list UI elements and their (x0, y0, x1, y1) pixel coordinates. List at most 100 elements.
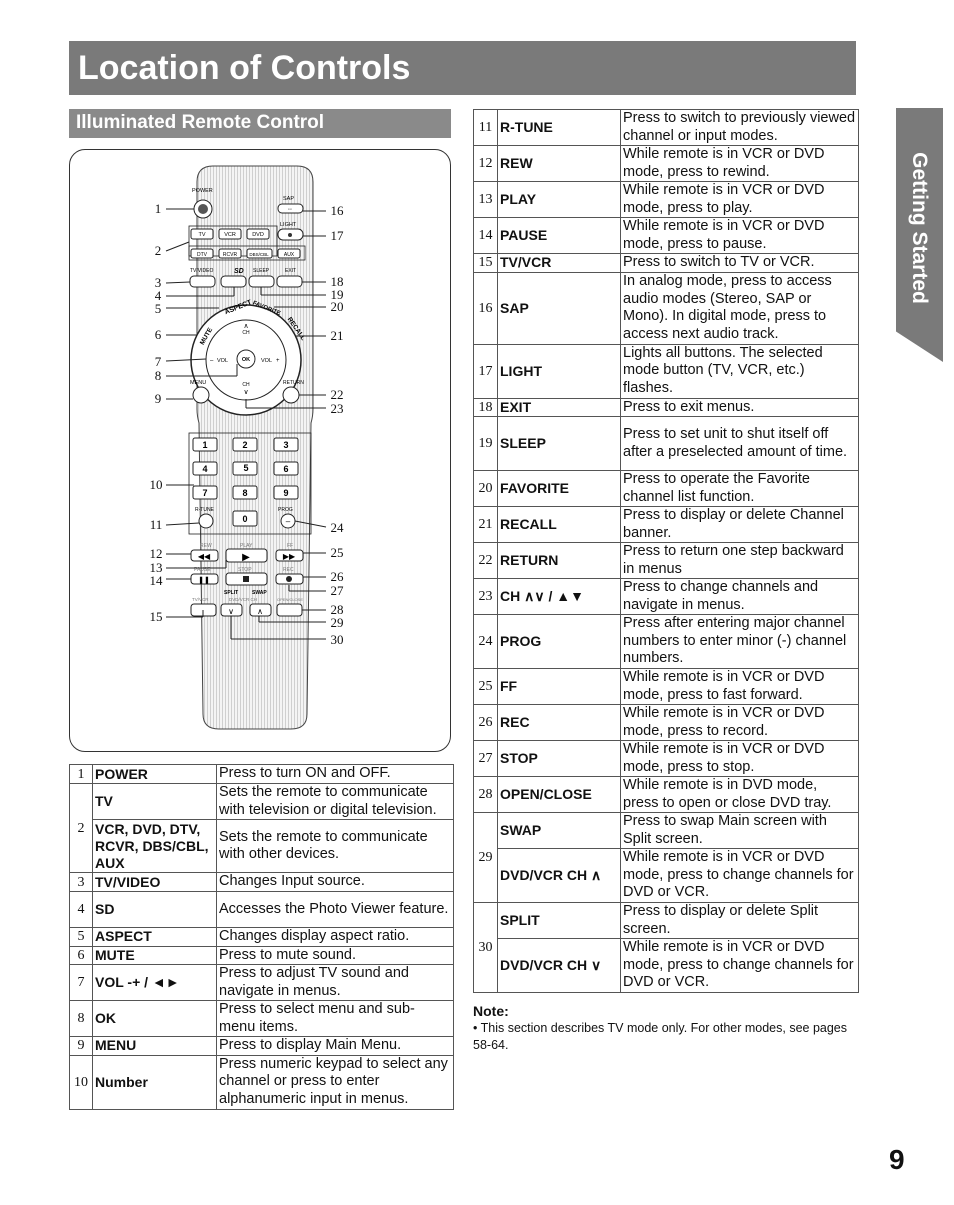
ff-button[interactable] (275, 549, 303, 561)
play-button[interactable] (225, 548, 267, 562)
control-name: POWER (92, 764, 217, 784)
tv-mode-button[interactable] (190, 228, 213, 239)
sd-button[interactable] (220, 275, 246, 287)
control-description: Press to display or delete Channel banne… (620, 506, 859, 543)
control-name: RETURN (497, 542, 621, 579)
rew-label: REW (200, 543, 212, 549)
menu-button[interactable] (192, 386, 209, 403)
callout-17: 17 (330, 228, 344, 243)
key-0[interactable] (232, 510, 257, 526)
control-description: While remote is in VCR or DVD mode, pres… (620, 938, 859, 993)
control-description: Press to switch to previously viewed cha… (620, 109, 859, 146)
key-2[interactable] (232, 437, 257, 451)
exit-button[interactable] (276, 275, 302, 287)
exit-label: EXIT (285, 268, 296, 274)
keypad: 1 2 3 4 5 6 7 8 9 0 (192, 437, 298, 526)
callout-24: 24 (330, 520, 344, 535)
row-number: 22 (473, 542, 498, 579)
vol-minus-label: VOL (217, 358, 228, 364)
dbscbl-mode-button[interactable] (246, 248, 272, 258)
control-description: Press to change channels and navigate in… (620, 578, 859, 615)
row-number: 30 (473, 902, 498, 993)
row-number: 29 (473, 812, 498, 903)
control-name: VOL -+ / ◄► (92, 964, 217, 1001)
table-row: 21 RECALL Press to display or delete Cha… (473, 506, 859, 543)
rcvr-mode-button[interactable] (218, 248, 241, 258)
controls-table-left: 1 POWER Press to turn ON and OFF. 2 TV S… (69, 764, 454, 1110)
rtune-button[interactable] (198, 513, 213, 528)
play-label: PLAY (240, 543, 253, 549)
control-name: LIGHT (497, 343, 621, 399)
control-name: REW (497, 145, 621, 182)
control-description: Press to display Main Menu. (216, 1036, 454, 1056)
table-row: VCR, DVD, DTV, RCVR, DBS/CBL, AUX Sets t… (70, 819, 454, 873)
openclose-button[interactable] (276, 603, 302, 616)
row-number: 18 (473, 397, 498, 417)
callout-23: 23 (330, 401, 343, 416)
row-number: 24 (473, 614, 498, 669)
table-row: 28 OPEN/CLOSE While remote is in DVD mod… (473, 776, 859, 813)
key-3[interactable] (273, 437, 298, 451)
stop-icon (242, 575, 249, 582)
control-description: While remote is in VCR or DVD mode, pres… (620, 217, 859, 254)
dvdvcr-ch-label: DVD/VCR CH (229, 597, 257, 602)
vol-plus-icon: + (276, 358, 280, 364)
row-number: 20 (473, 470, 498, 507)
key-8[interactable] (232, 485, 257, 499)
callout-14: 14 (149, 573, 163, 588)
control-name: TV/VCR (497, 253, 621, 273)
note-title: Note: (473, 1003, 509, 1019)
rec-label: REC (283, 567, 294, 573)
key-9[interactable] (273, 485, 298, 499)
control-description: Accesses the Photo Viewer feature. (216, 891, 454, 928)
control-description: Lights all buttons. The selected mode bu… (620, 343, 859, 399)
ok-button[interactable] (236, 349, 255, 368)
sleep-button[interactable] (248, 275, 274, 287)
table-row: 16 SAP In analog mode, press to access a… (473, 271, 859, 345)
table-row: 9 MENU Press to display Main Menu. (69, 1036, 454, 1056)
row-number: 10 (69, 1054, 93, 1110)
power-icon (197, 203, 208, 214)
row-number: 2 (69, 783, 93, 873)
control-description: While remote is in VCR or DVD mode, pres… (620, 740, 859, 777)
key-4[interactable] (192, 461, 217, 475)
vcr-mode-button[interactable] (218, 228, 241, 239)
table-row: 5 ASPECT Changes display aspect ratio. (69, 927, 454, 947)
return-button[interactable] (282, 386, 299, 403)
ch-up-label: CH (242, 330, 250, 336)
key-9-label: 9 (283, 488, 288, 498)
chevron-down-icon: ∨ (228, 607, 234, 616)
dvd-mode-button[interactable] (246, 228, 269, 239)
dvdvcr-ch-up-button[interactable] (249, 603, 271, 616)
key-7-label: 7 (202, 488, 207, 498)
table-row: 4 SD Accesses the Photo Viewer feature. (69, 891, 454, 928)
table-row: 3 TV/VIDEO Changes Input source. (69, 872, 454, 892)
key-6-label: 6 (283, 464, 288, 474)
key-5[interactable] (232, 461, 257, 475)
table-row: 8 OK Press to select menu and sub-menu i… (69, 1000, 454, 1037)
control-name: ASPECT (92, 927, 217, 947)
key-6[interactable] (273, 461, 298, 475)
sleep-label: SLEEP (253, 268, 270, 274)
key-3-label: 3 (283, 440, 288, 450)
row-number: 23 (473, 578, 498, 615)
split-label: SPLIT (224, 590, 238, 596)
control-description: While remote is in VCR or DVD mode, pres… (620, 704, 859, 741)
table-row: 27 STOP While remote is in VCR or DVD mo… (473, 740, 859, 777)
dtv-mode-button[interactable] (190, 248, 213, 258)
key-7[interactable] (192, 485, 217, 499)
rew-button[interactable] (190, 549, 218, 561)
aux-mode-button[interactable] (277, 248, 300, 258)
sap-button[interactable] (277, 203, 303, 213)
control-name: RECALL (497, 506, 621, 543)
callout-lines (165, 208, 326, 639)
control-name: SLEEP (497, 416, 621, 471)
control-name: FAVORITE (497, 470, 621, 507)
swap-label: SWAP (252, 590, 267, 596)
controls-table-right: 11 R-TUNE Press to switch to previously … (473, 109, 859, 993)
dbscbl-mode-label: DBS/CBL (249, 252, 269, 257)
ok-label: OK (241, 357, 249, 363)
key-1[interactable] (192, 437, 217, 451)
tvvideo-button[interactable] (189, 275, 215, 287)
table-row: 7 VOL -+ / ◄► Press to adjust TV sound a… (69, 964, 454, 1001)
